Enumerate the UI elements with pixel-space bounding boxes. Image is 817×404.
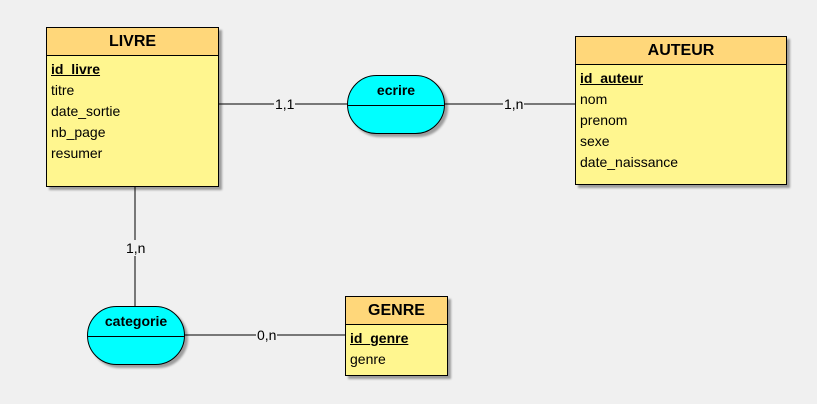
- entity-livre-attr: resumer: [51, 145, 103, 161]
- entity-auteur-key: id_auteur: [580, 70, 644, 86]
- entity-livre-key: id_livre: [51, 61, 101, 77]
- entity-auteur-attr: prenom: [580, 112, 628, 128]
- entity-auteur-attr: sexe: [580, 133, 610, 149]
- entity-livre-title: LIVRE: [47, 28, 218, 56]
- entity-livre-attr: titre: [51, 82, 75, 98]
- entity-livre-attr: date_sortie: [51, 103, 121, 119]
- association-categorie-label: categorie: [88, 307, 184, 337]
- entity-livre-attr: nb_page: [51, 124, 106, 140]
- cardinality-auteur-ecrire: 1,n: [503, 96, 525, 112]
- entity-livre[interactable]: LIVRE id_livre titre date_sortie nb_page…: [46, 27, 219, 187]
- association-ecrire[interactable]: ecrire: [347, 75, 445, 134]
- cardinality-livre-ecrire: 1,1: [274, 96, 296, 112]
- association-categorie[interactable]: categorie: [87, 306, 185, 365]
- cardinality-livre-categorie: 1,n: [125, 240, 147, 256]
- entity-auteur-attr: nom: [580, 91, 608, 107]
- cardinality-genre-categorie: 0,n: [256, 327, 278, 343]
- entity-auteur[interactable]: AUTEUR id_auteur nom prenom sexe date_na…: [575, 36, 787, 185]
- entity-genre-title: GENRE: [346, 297, 447, 325]
- entity-genre[interactable]: GENRE id_genre genre: [345, 296, 448, 376]
- entity-genre-attr: genre: [350, 351, 386, 367]
- association-ecrire-label: ecrire: [348, 76, 444, 106]
- entity-genre-key: id_genre: [350, 330, 409, 346]
- entity-auteur-title: AUTEUR: [576, 37, 786, 65]
- entity-auteur-attr: date_naissance: [580, 154, 679, 170]
